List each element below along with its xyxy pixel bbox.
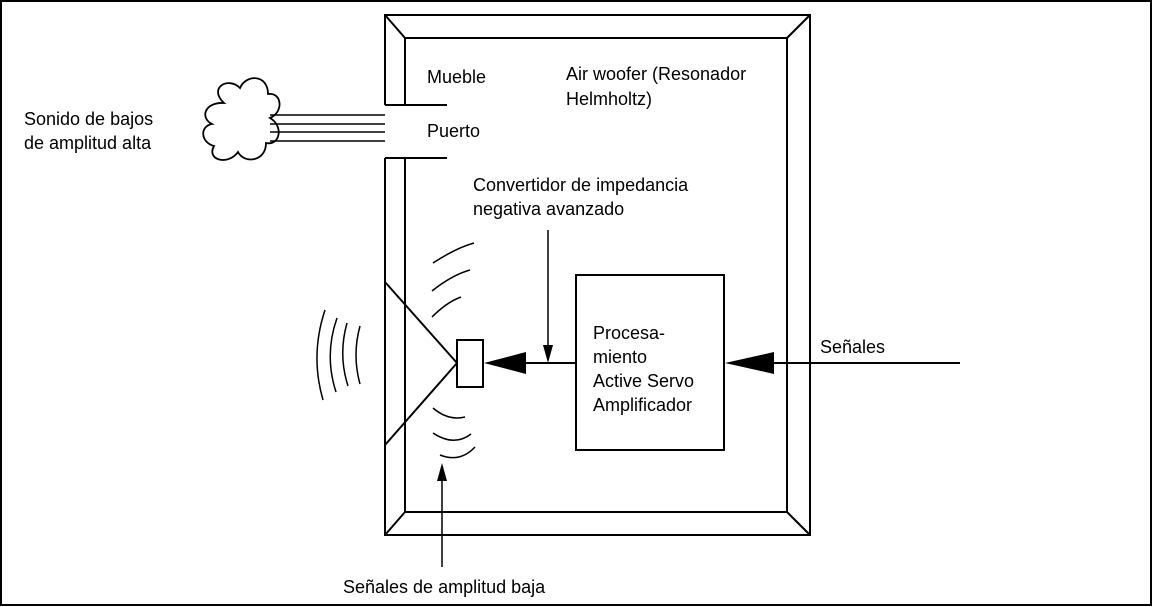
processing-amplifier-box [575,274,725,451]
label-converter-line1: Convertidor de impedancia [473,175,689,195]
sound-waves-upper [431,242,475,318]
sound-waves-lower [432,407,476,459]
speaker-cone [384,281,458,446]
cloud-icon [202,77,281,161]
low-amp-callout-arrowhead [437,463,447,481]
signal-input-arrowhead [725,352,774,374]
label-signals: Señales [820,337,886,357]
converter-block [456,339,484,388]
label-converter-line2: negativa avanzado [473,199,625,219]
cabinet [384,14,811,536]
label-mueble: Mueble [427,67,487,87]
sound-waves-outer [316,309,361,401]
amp-to-converter-arrowhead [484,352,526,374]
label-processing-line3: Active Servo [593,371,695,391]
label-processing-line2: miento [593,347,648,367]
label-processing-line4: Amplificador [593,395,693,415]
label-sound-line2: de amplitud alta [24,133,152,153]
port-airflow-lines [270,114,385,142]
label-sound-line1: Sonido de bajos [24,109,154,129]
converter-callout-arrowhead [543,345,553,363]
label-air-woofer-line1: Air woofer (Resonador [566,64,747,84]
label-air-woofer-line2: Helmholtz) [566,89,653,109]
label-processing-line1: Procesa- [593,323,666,343]
label-puerto: Puerto [427,121,481,141]
label-low-amplitude: Señales de amplitud baja [343,577,546,597]
